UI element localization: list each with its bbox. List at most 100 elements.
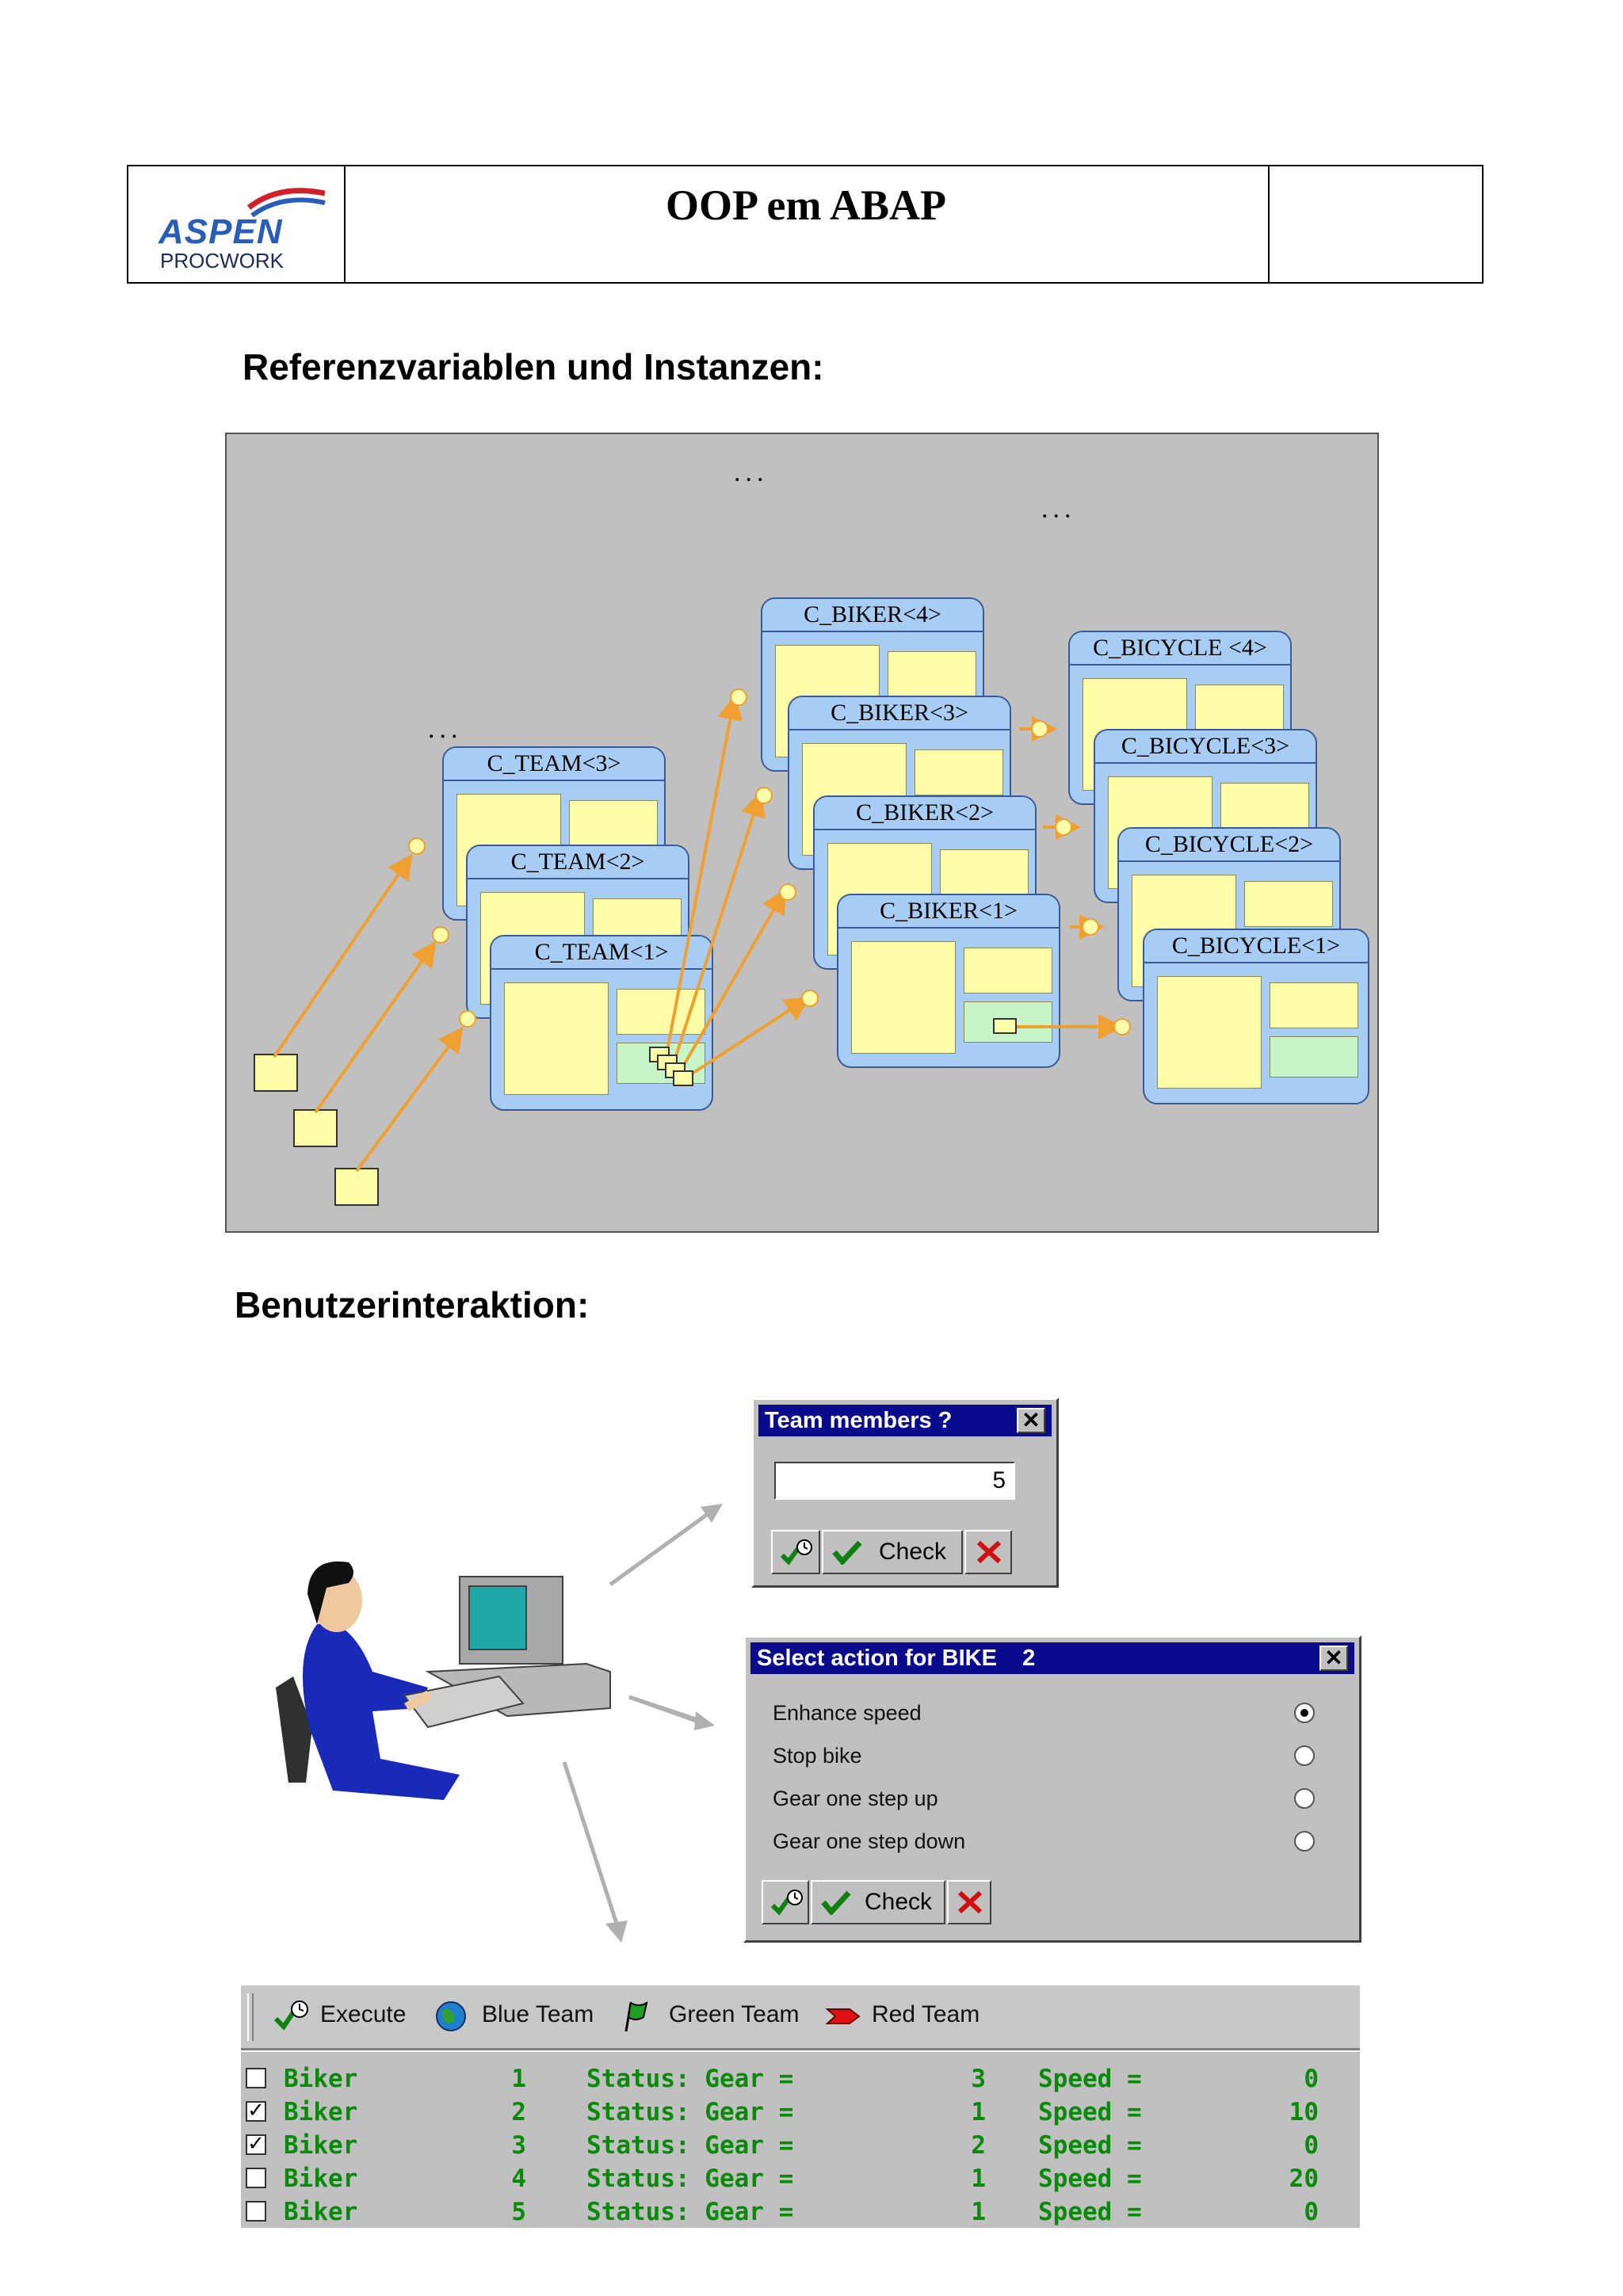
team-members-dialog: Team members ? ✕ 5 Check <box>751 1398 1059 1588</box>
option-gear-up[interactable]: Gear one step up <box>773 1787 938 1810</box>
check-button[interactable]: Check <box>822 1530 963 1574</box>
action-dialog-titlebar: Select action for BIKE 2 ✕ <box>750 1642 1354 1674</box>
check-label: Check <box>879 1539 947 1565</box>
cell-speed-label: Speed = <box>1038 2065 1142 2093</box>
cell-name: Biker <box>284 2164 358 2193</box>
team-members-input[interactable]: 5 <box>774 1462 1015 1500</box>
cell-num: 5 <box>511 2198 526 2226</box>
cell-speed-label: Speed = <box>1038 2198 1142 2226</box>
team-1-window: C_TEAM<1> <box>490 935 713 1111</box>
list-toolbar: Execute Blue Team Green Team Red Team <box>241 1985 1360 2050</box>
cell-gear: 2 <box>971 2131 986 2160</box>
bicycle-3-title: C_BICYCLE<3> <box>1095 730 1316 764</box>
ellipsis-bikers: ... <box>734 458 769 487</box>
ellipsis-teams: ... <box>428 715 463 744</box>
option-gear-down[interactable]: Gear one step down <box>773 1829 966 1853</box>
row-checkbox[interactable]: ✓ <box>246 2100 266 2122</box>
section-heading-interaction: Benutzerinteraktion: <box>235 1284 590 1325</box>
execute-clock-icon <box>780 1539 812 1566</box>
object-diagram: ... ... ... C_BIKER<4> C_BIKER<3> C_BIKE… <box>225 433 1379 1233</box>
cell-speed-label: Speed = <box>1038 2131 1142 2160</box>
toolbar-execute[interactable]: Execute <box>320 2001 407 2027</box>
cell-name: Biker <box>284 2065 358 2093</box>
cell-gear: 1 <box>971 2098 986 2126</box>
bicycle-1-title: C_BICYCLE<1> <box>1144 930 1368 963</box>
cell-status: Status: Gear = <box>586 2065 794 2093</box>
document-header: ASPEN PROCWORK OOP em ABAP <box>127 165 1484 284</box>
bicycle-2-title: C_BICYCLE<2> <box>1119 829 1339 862</box>
toolbar-green-team[interactable]: Green Team <box>669 2001 800 2027</box>
logo-word: ASPEN <box>158 212 283 251</box>
radio-stop-bike[interactable] <box>1294 1745 1315 1766</box>
company-logo: ASPEN PROCWORK <box>128 166 346 282</box>
check-button[interactable]: Check <box>811 1880 945 1924</box>
row-checkbox[interactable] <box>246 2068 266 2088</box>
option-enhance-speed[interactable]: Enhance speed <box>773 1701 922 1725</box>
header-title-cell: OOP em ABAP <box>344 166 1270 282</box>
reference-variable-1 <box>254 1054 298 1092</box>
cell-gear: 1 <box>971 2198 986 2226</box>
toolbar-blue-team[interactable]: Blue Team <box>482 2001 594 2027</box>
option-stop-bike[interactable]: Stop bike <box>773 1744 862 1768</box>
team-3-title: C_TEAM<3> <box>444 748 664 781</box>
cell-gear: 3 <box>971 2065 986 2093</box>
bicycle-1-window: C_BICYCLE<1> <box>1143 929 1369 1104</box>
close-icon[interactable]: ✕ <box>1017 1408 1045 1433</box>
row-checkbox[interactable] <box>246 2168 266 2188</box>
cell-gear: 1 <box>971 2164 986 2193</box>
biker-2-title: C_BIKER<2> <box>815 797 1035 830</box>
row-checkbox[interactable] <box>246 2201 266 2222</box>
green-flag-icon <box>624 2000 648 2032</box>
cell-status: Status: Gear = <box>586 2098 794 2126</box>
cell-status: Status: Gear = <box>586 2164 794 2193</box>
ellipsis-bicycles: ... <box>1041 494 1076 524</box>
execute-clock-icon <box>273 2000 308 2031</box>
red-arrow-icon <box>825 2008 861 2024</box>
select-action-dialog: Select action for BIKE 2 ✕ Enhance speed… <box>743 1635 1361 1943</box>
team-2-title: C_TEAM<2> <box>468 846 688 879</box>
cell-speed: 0 <box>1304 2131 1319 2160</box>
team-dialog-title: Team members ? <box>765 1408 953 1433</box>
check-label: Check <box>865 1889 933 1915</box>
biker-3-title: C_BIKER<3> <box>789 697 1010 730</box>
user-at-computer-illustration <box>276 1561 611 1800</box>
check-icon <box>832 1540 862 1565</box>
execute-button[interactable] <box>771 1530 820 1574</box>
logo-swoosh-icon <box>247 188 326 218</box>
page-title: OOP em ABAP <box>666 181 946 229</box>
execute-button[interactable] <box>762 1880 809 1924</box>
cell-speed: 0 <box>1304 2198 1319 2226</box>
cancel-button[interactable] <box>964 1530 1012 1574</box>
cell-num: 2 <box>511 2098 526 2126</box>
radio-enhance-speed[interactable] <box>1294 1703 1315 1723</box>
biker-1-title: C_BIKER<1> <box>838 895 1059 929</box>
pointer-arrow-2 <box>628 1695 715 1730</box>
globe-icon <box>436 2001 466 2031</box>
logo-subtitle: PROCWORK <box>160 249 284 273</box>
execute-clock-icon <box>770 1890 803 1916</box>
cell-status: Status: Gear = <box>586 2198 794 2226</box>
check-icon <box>821 1890 851 1915</box>
pointer-arrow-3 <box>562 1761 628 1943</box>
cancel-x-icon <box>957 1890 983 1914</box>
cell-speed-label: Speed = <box>1038 2164 1142 2193</box>
toolbar-red-team[interactable]: Red Team <box>872 2001 980 2027</box>
cancel-button[interactable] <box>947 1880 991 1924</box>
cell-num: 3 <box>511 2131 526 2160</box>
reference-arrows <box>273 688 1131 1173</box>
reference-variable-2 <box>293 1109 338 1147</box>
radio-gear-down[interactable] <box>1294 1831 1315 1852</box>
biker-1-window: C_BIKER<1> <box>837 894 1060 1068</box>
cell-num: 4 <box>511 2164 526 2193</box>
section-heading-references: Referenzvariablen und Instanzen: <box>242 346 824 387</box>
radio-gear-up[interactable] <box>1294 1788 1315 1809</box>
toolbar-grip <box>247 1993 254 2041</box>
team-1-title: C_TEAM<1> <box>491 936 712 970</box>
close-icon[interactable]: ✕ <box>1319 1646 1348 1671</box>
biker-4-title: C_BIKER<4> <box>762 599 983 632</box>
row-checkbox[interactable]: ✓ <box>246 2134 266 2155</box>
